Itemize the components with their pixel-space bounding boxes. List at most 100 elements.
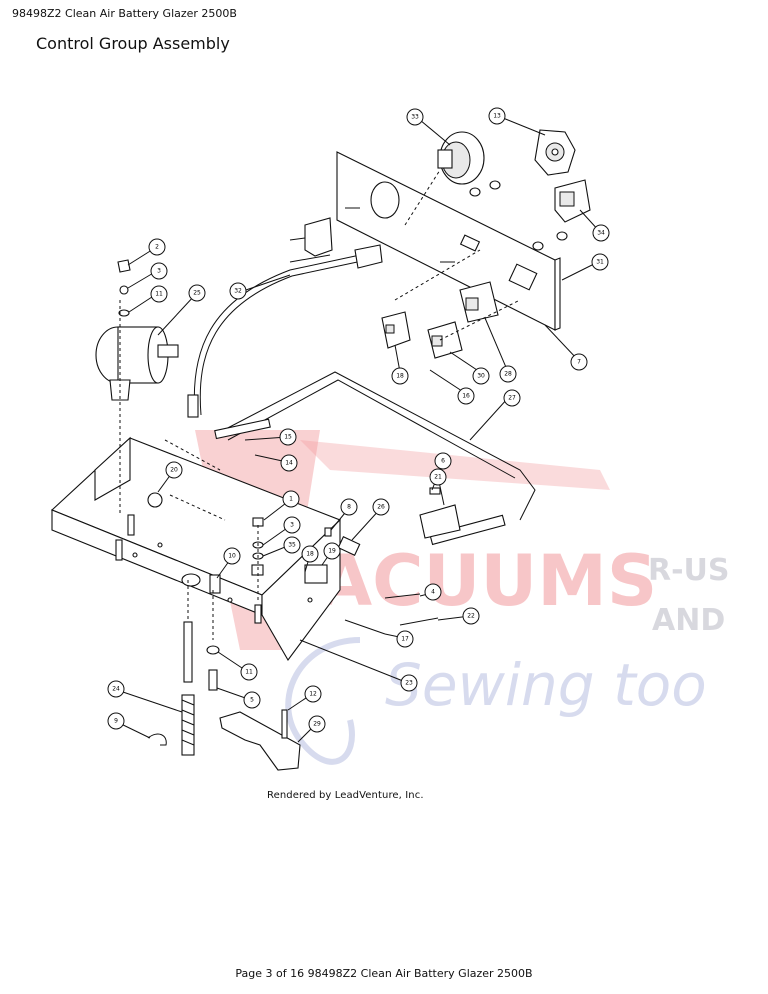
solenoid-hardware xyxy=(117,259,131,317)
svg-text:26: 26 xyxy=(377,504,385,511)
gauge xyxy=(437,131,485,185)
svg-text:22: 22 xyxy=(467,613,475,620)
callout: 15 xyxy=(279,428,297,446)
callout: 4 xyxy=(424,583,442,601)
watermark-swoosh xyxy=(300,440,610,490)
svg-text:3: 3 xyxy=(157,268,161,275)
callout: 16 xyxy=(457,387,475,405)
assembly-lines xyxy=(119,169,521,640)
cable-bracket xyxy=(289,217,333,263)
callout: 29 xyxy=(308,715,326,733)
lower-bracket xyxy=(219,709,301,771)
svg-text:25: 25 xyxy=(193,290,201,297)
svg-text:32: 32 xyxy=(234,288,242,295)
svg-text:30: 30 xyxy=(477,373,485,380)
svg-text:23: 23 xyxy=(405,680,413,687)
callout: 17 xyxy=(396,630,414,648)
svg-text:9: 9 xyxy=(114,718,118,725)
svg-text:8: 8 xyxy=(347,504,351,511)
svg-text:12: 12 xyxy=(309,691,317,698)
handle-bar xyxy=(214,371,536,546)
svg-text:28: 28 xyxy=(504,371,512,378)
svg-text:4: 4 xyxy=(431,589,435,596)
callout: 24 xyxy=(107,680,125,698)
callout: 21 xyxy=(429,468,447,486)
shaft-spring xyxy=(181,621,220,756)
callout: 9 xyxy=(107,712,125,730)
callout: 34 xyxy=(592,224,610,242)
callout: 6 xyxy=(434,452,452,470)
watermark-script-flourish xyxy=(285,637,361,765)
watermark-suffix-and: AND xyxy=(652,603,725,638)
callout: 33 xyxy=(406,108,424,126)
page-footer: Page 3 of 16 98498Z2 Clean Air Battery G… xyxy=(235,967,533,980)
svg-text:15: 15 xyxy=(284,434,292,441)
key-switch xyxy=(534,129,576,176)
svg-text:31: 31 xyxy=(596,259,604,266)
svg-text:5: 5 xyxy=(250,697,254,704)
callout: 3 xyxy=(150,262,168,280)
callout: 28 xyxy=(499,365,517,383)
callout: 2 xyxy=(148,238,166,256)
svg-text:21: 21 xyxy=(434,474,442,481)
callout: 13 xyxy=(488,107,506,125)
svg-text:19: 19 xyxy=(328,548,336,555)
svg-text:17: 17 xyxy=(401,636,409,643)
document-header: 98498Z2 Clean Air Battery Glazer 2500B xyxy=(12,7,237,20)
callout: 18 xyxy=(391,367,409,385)
callout: 30 xyxy=(472,367,490,385)
throttle-cable xyxy=(187,244,383,418)
svg-text:33: 33 xyxy=(411,114,419,121)
callout: 14 xyxy=(280,454,298,472)
svg-text:29: 29 xyxy=(313,721,321,728)
svg-text:18: 18 xyxy=(306,551,314,558)
svg-text:27: 27 xyxy=(508,395,516,402)
svg-text:35: 35 xyxy=(288,542,296,549)
svg-text:34: 34 xyxy=(597,230,605,237)
svg-text:14: 14 xyxy=(285,460,293,467)
callout: 23 xyxy=(400,674,418,692)
callout: 22 xyxy=(462,607,480,625)
callout: 26 xyxy=(372,498,390,516)
panel-washers xyxy=(469,180,568,251)
svg-text:18: 18 xyxy=(396,373,404,380)
render-credit: Rendered by LeadVenture, Inc. xyxy=(267,790,424,801)
svg-text:16: 16 xyxy=(462,393,470,400)
callout: 32 xyxy=(229,282,247,300)
callout: 11 xyxy=(240,663,258,681)
watermark-suffix-rus: R-US xyxy=(648,553,730,588)
callout: 31 xyxy=(591,253,609,271)
svg-text:20: 20 xyxy=(170,467,178,474)
svg-text:1: 1 xyxy=(289,496,293,503)
control-panel-plate xyxy=(336,151,561,331)
svg-text:13: 13 xyxy=(493,113,501,120)
callout: 12 xyxy=(304,685,322,703)
relay-30 xyxy=(427,321,463,359)
svg-text:10: 10 xyxy=(228,553,236,560)
page-title: Control Group Assembly xyxy=(36,34,230,53)
callout-bubbles: 33 13 2 3 11 25 32 34 31 7 18 30 28 16 2… xyxy=(107,107,610,733)
callout: 35 xyxy=(283,536,301,554)
bracket-21 xyxy=(419,504,461,539)
svg-text:6: 6 xyxy=(441,458,445,465)
clip xyxy=(147,733,167,746)
switch-19 xyxy=(304,564,328,584)
callout: 10 xyxy=(223,547,241,565)
relay-28 xyxy=(459,281,499,323)
relay-18 xyxy=(381,311,411,349)
callout: 19 xyxy=(323,542,341,560)
leader-lines xyxy=(116,117,601,743)
svg-text:7: 7 xyxy=(577,359,581,366)
watermark-brand-line1: ACUUMS xyxy=(318,540,657,622)
callout: 7 xyxy=(570,353,588,371)
solenoid xyxy=(95,326,179,401)
callout: 18 xyxy=(301,545,319,563)
svg-text:3: 3 xyxy=(290,522,294,529)
svg-text:2: 2 xyxy=(155,244,159,251)
callout: 1 xyxy=(282,490,300,508)
callout: 5 xyxy=(243,691,261,709)
callout: 3 xyxy=(283,516,301,534)
pan-studs xyxy=(115,514,262,624)
callout: 20 xyxy=(165,461,183,479)
